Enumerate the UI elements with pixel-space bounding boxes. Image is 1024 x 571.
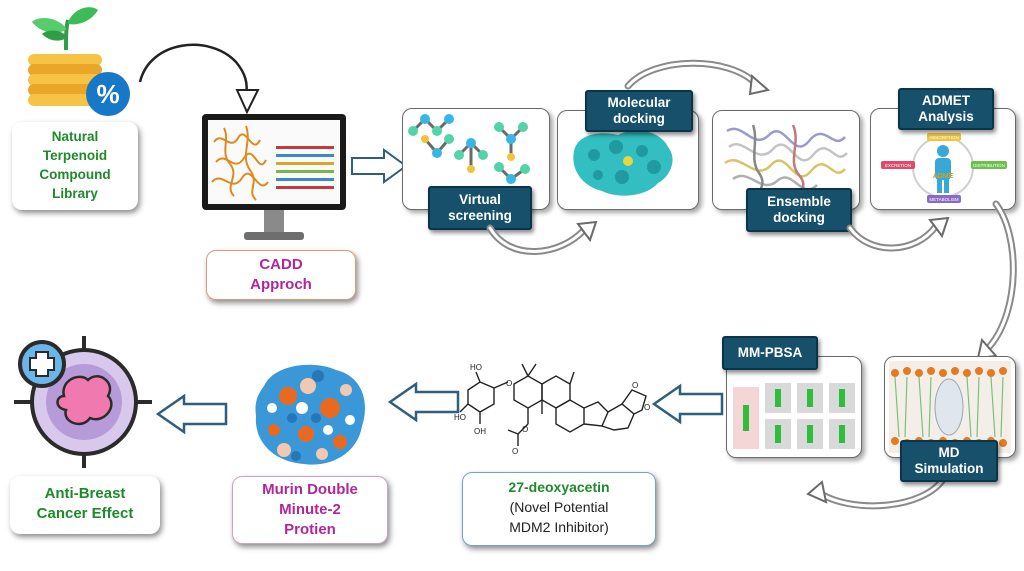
computer-monitor-icon bbox=[200, 112, 348, 248]
energy-plots-icon bbox=[733, 383, 855, 449]
molecular-docking-tag: Molecular docking bbox=[585, 90, 693, 132]
admet-distribution-text: DISTRIBUTION bbox=[973, 163, 1005, 168]
block-arrow-left-icon bbox=[387, 381, 460, 423]
library-line: Terpenoid bbox=[42, 148, 108, 163]
mm-pbsa-tag: MM-PBSA bbox=[722, 336, 818, 370]
membrane-simulation-icon bbox=[889, 361, 1011, 453]
money-plant-icon: % bbox=[18, 6, 136, 118]
molecules-icon bbox=[408, 114, 530, 184]
mm-pbsa-label: MM-PBSA bbox=[737, 345, 803, 360]
svg-text:O: O bbox=[644, 403, 650, 412]
virtual-screening-tag: Virtual screening bbox=[428, 186, 532, 230]
admet-excretion-text: EXCRETION bbox=[885, 163, 911, 168]
admet-line: ADMET bbox=[922, 93, 970, 108]
block-arrow-right-icon bbox=[351, 148, 408, 184]
library-line: Compound bbox=[39, 167, 111, 182]
admet-tag: ADMET Analysis bbox=[898, 88, 994, 130]
svg-text:%: % bbox=[96, 79, 119, 109]
compound-line: MDM2 Inhibitor) bbox=[509, 519, 609, 535]
molecular-docking-line: docking bbox=[613, 111, 665, 126]
md-simulation-panel bbox=[884, 356, 1016, 458]
svg-text:O: O bbox=[512, 447, 518, 456]
admet-diagram-icon: ADME ABSORPTION EXCRETION DISTRIBUTION M… bbox=[881, 133, 1007, 203]
cadd-line: CADD bbox=[259, 256, 303, 273]
md-simulation-line: MD bbox=[938, 445, 960, 460]
protein-surface-icon bbox=[573, 130, 673, 196]
ensemble-docking-tag: Ensemble docking bbox=[746, 188, 852, 232]
cadd-label-card: CADD Approch bbox=[206, 250, 356, 300]
ensemble-docking-line: Ensemble bbox=[767, 194, 831, 209]
svg-text:HO: HO bbox=[454, 413, 466, 422]
admet-center-text: ADME bbox=[933, 173, 954, 180]
chemical-structure-icon: HO HO OH O O O O O bbox=[454, 350, 652, 460]
library-line: Natural bbox=[51, 129, 99, 144]
block-arrow-left-icon bbox=[651, 383, 724, 425]
protein-line: Murin Double bbox=[262, 481, 358, 498]
protein-surface-icon bbox=[244, 356, 374, 472]
effect-line: Anti-Breast bbox=[44, 485, 126, 502]
protein-line: Minute-2 bbox=[279, 501, 341, 518]
block-arrow-left-icon bbox=[155, 393, 228, 435]
protein-label-card: Murin Double Minute-2 Protien bbox=[232, 476, 388, 544]
effect-line: Cancer Effect bbox=[36, 505, 134, 522]
admet-line: Analysis bbox=[918, 109, 974, 124]
compound-label-card: 27-deoxyacetin (Novel Potential MDM2 Inh… bbox=[462, 472, 656, 546]
cancer-target-icon bbox=[8, 334, 154, 470]
library-label-card: Natural Terpenoid Compound Library bbox=[12, 122, 138, 210]
svg-text:O: O bbox=[506, 379, 512, 388]
md-simulation-line: Simulation bbox=[914, 461, 984, 476]
md-simulation-tag: MD Simulation bbox=[900, 440, 998, 482]
admet-absorption-text: ABSORPTION bbox=[929, 135, 959, 140]
svg-text:O: O bbox=[522, 425, 528, 434]
effect-label-card: Anti-Breast Cancer Effect bbox=[10, 476, 160, 534]
compound-line: (Novel Potential bbox=[509, 499, 609, 515]
protein-line: Protien bbox=[284, 521, 336, 538]
mm-pbsa-panel bbox=[726, 356, 862, 458]
compound-name: 27-deoxyacetin bbox=[508, 479, 610, 495]
admet-metabolism-text: METABOLISM bbox=[929, 197, 958, 202]
molecular-docking-line: Molecular bbox=[607, 95, 671, 110]
ensemble-docking-line: docking bbox=[773, 210, 825, 225]
library-line: Library bbox=[52, 186, 98, 201]
cadd-line: Approch bbox=[250, 276, 312, 293]
svg-text:HO: HO bbox=[470, 363, 482, 372]
virtual-screening-line: Virtual bbox=[459, 192, 501, 207]
svg-text:OH: OH bbox=[474, 427, 486, 436]
virtual-screening-line: screening bbox=[448, 208, 512, 223]
svg-text:O: O bbox=[632, 381, 638, 390]
